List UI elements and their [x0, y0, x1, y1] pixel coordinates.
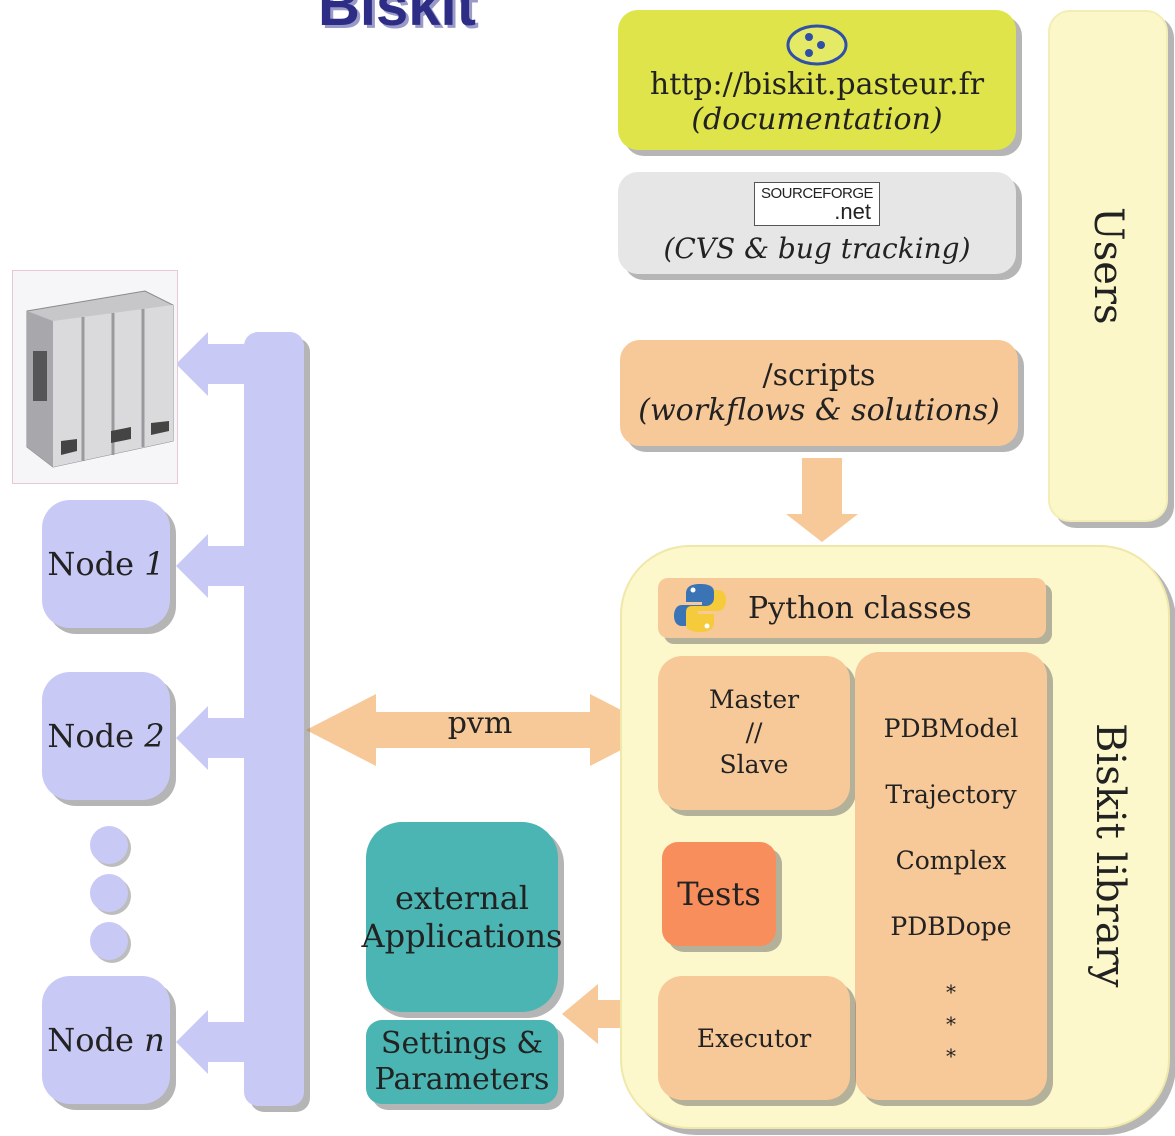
biskit-logo-icon — [786, 24, 848, 66]
node-2-prefix: Node — [47, 717, 135, 755]
pvm-label: pvm — [447, 706, 513, 741]
node-1-prefix: Node — [47, 545, 135, 583]
node-2: Node 2 — [42, 672, 170, 800]
page-title: Biskit — [318, 0, 476, 38]
settings-parameters-box: Settings & Parameters — [366, 1020, 558, 1104]
scripts-down-arrow — [786, 458, 858, 542]
scripts-note: (workflows & solutions) — [638, 393, 1000, 428]
sourceforge-box: SOURCEFORGE .net (CVS & bug tracking) — [618, 172, 1016, 274]
master-label: Master — [708, 685, 800, 715]
class-ellipsis-3: * — [946, 1044, 956, 1068]
sourceforge-logo-bottom: .net — [834, 198, 871, 224]
ellipsis-dot-2 — [90, 874, 128, 912]
users-label: Users — [1085, 207, 1131, 325]
ellipsis-dot-3 — [90, 922, 128, 960]
bus-arrow-node-n — [176, 1010, 244, 1074]
scripts-box: /scripts (workflows & solutions) — [620, 340, 1018, 446]
python-classes-label: Python classes — [748, 590, 972, 626]
class-pdbmodel: PDBModel — [883, 714, 1019, 743]
settings-line2: Parameters — [374, 1062, 550, 1097]
node-n-prefix: Node — [47, 1021, 134, 1059]
tests-label: Tests — [677, 875, 761, 913]
slave-label: Slave — [719, 750, 789, 780]
users-panel: Users — [1048, 10, 1168, 522]
biskit-library-label-wrap: Biskit library — [1060, 700, 1160, 1010]
executor-label: Executor — [696, 1023, 812, 1053]
settings-line1: Settings & — [380, 1026, 544, 1061]
node-n: Node n — [42, 976, 170, 1104]
master-slave-box: Master // Slave — [658, 656, 850, 810]
external-line2: Applications — [361, 917, 563, 955]
sourceforge-note: (CVS & bug tracking) — [663, 231, 971, 265]
ellipsis-dot-1 — [90, 826, 128, 864]
class-ellipsis-2: * — [946, 1012, 956, 1036]
python-logo-icon — [674, 584, 726, 632]
master-slave-separator: // — [745, 717, 763, 747]
class-pdbdope: PDBDope — [890, 912, 1012, 941]
node-1-index: 1 — [144, 545, 165, 583]
pvm-bus — [244, 332, 304, 1106]
bus-arrow-node-1 — [176, 534, 244, 598]
external-line1: external — [395, 878, 529, 917]
documentation-url[interactable]: http://biskit.pasteur.fr — [649, 67, 985, 102]
python-classes-box: Python classes — [658, 578, 1046, 638]
sourceforge-logo: SOURCEFORGE .net — [754, 181, 880, 226]
class-list-box: PDBModel Trajectory Complex PDBDope * * … — [855, 652, 1047, 1100]
computer-cluster-image — [12, 270, 178, 484]
documentation-box: http://biskit.pasteur.fr (documentation) — [618, 10, 1016, 150]
node-2-index: 2 — [144, 717, 165, 755]
sourceforge-logo-top: SOURCEFORGE — [760, 184, 874, 202]
server-rack-icon — [26, 290, 174, 468]
node-n-index: n — [144, 1021, 165, 1059]
biskit-library-label: Biskit library — [1087, 722, 1133, 988]
external-applications-box: external Applications — [362, 822, 562, 1012]
class-ellipsis-1: * — [946, 980, 956, 1004]
class-complex: Complex — [895, 846, 1007, 875]
documentation-note: (documentation) — [691, 102, 943, 137]
node-1: Node 1 — [42, 500, 170, 628]
bus-arrow-cluster — [176, 332, 244, 396]
class-trajectory: Trajectory — [885, 780, 1017, 809]
executor-box: Executor — [658, 976, 850, 1100]
pvm-double-arrow — [306, 694, 660, 766]
tests-box: Tests — [662, 842, 776, 946]
bus-arrow-node-2 — [176, 706, 244, 770]
scripts-path: /scripts — [762, 358, 876, 393]
